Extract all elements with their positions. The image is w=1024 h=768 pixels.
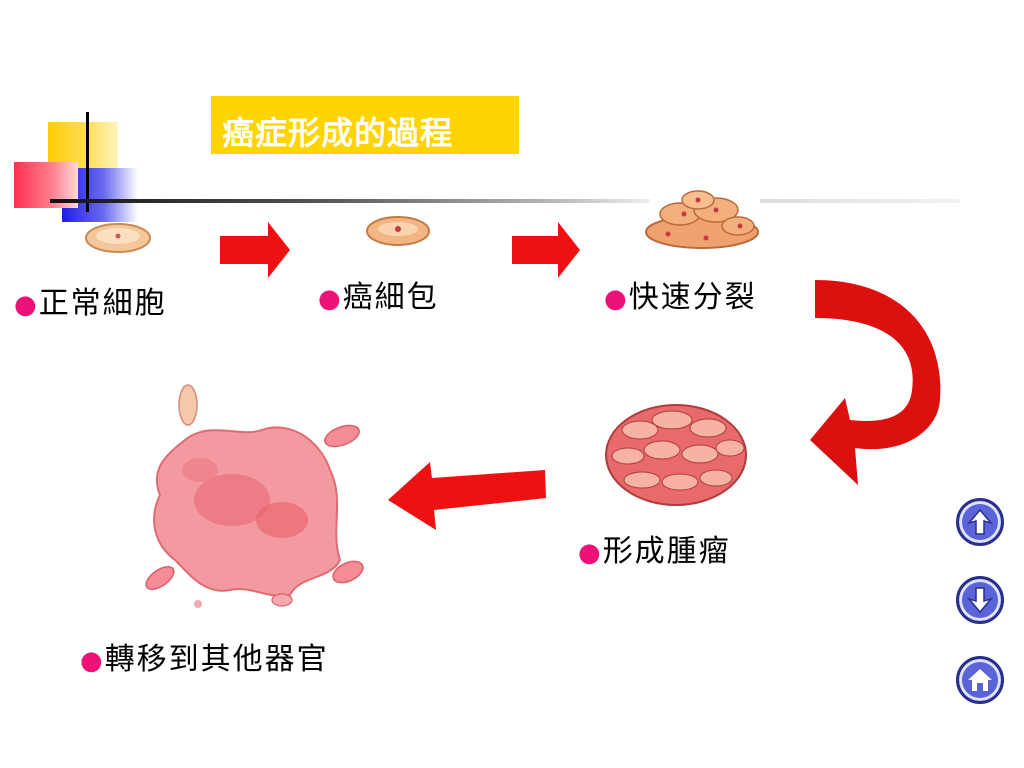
bullet: ●: [318, 284, 341, 314]
bullet: ●: [578, 538, 601, 568]
step-label-tumor: ●形成腫瘤: [578, 526, 731, 570]
home-button[interactable]: [956, 656, 1004, 704]
normal-cell-image: [85, 223, 151, 253]
up-arrow-icon: [966, 508, 994, 535]
bullet: ●: [604, 284, 627, 314]
step-label-metastasis: ●轉移到其他器官: [80, 634, 329, 678]
tumor-image: [605, 404, 747, 506]
decor-horizontal-line: [50, 199, 650, 203]
down-arrow-icon: [966, 587, 994, 614]
title-banner: [211, 96, 519, 154]
home-icon: [968, 669, 992, 691]
step-text: 形成腫瘤: [602, 534, 731, 569]
step-text: 癌細包: [342, 280, 439, 315]
dividing-cells-image: [645, 190, 759, 249]
next-slide-button[interactable]: [956, 576, 1004, 624]
step-text: 快速分裂: [628, 280, 757, 315]
step-label-cancer-cell: ●癌細包: [318, 272, 439, 316]
step-text: 轉移到其他器官: [104, 642, 329, 677]
curved-arrow-down: [810, 280, 941, 485]
decor-horizontal-line-faded: [760, 199, 960, 203]
metastasis-image: [145, 384, 364, 608]
bullet: ●: [14, 290, 37, 320]
arrow-right-1: [220, 222, 290, 278]
slide-title: 癌症形成的過程: [222, 114, 454, 152]
arrow-left: [388, 462, 546, 530]
arrow-right-2: [512, 222, 580, 278]
step-label-normal-cell: ●正常細胞: [14, 278, 167, 322]
cancer-cell-image: [366, 216, 430, 246]
step-text: 正常細胞: [38, 286, 167, 321]
step-label-rapid-division: ●快速分裂: [604, 272, 757, 316]
bullet: ●: [80, 646, 103, 676]
previous-slide-button[interactable]: [956, 498, 1004, 546]
decor-vertical-line: [86, 112, 89, 212]
